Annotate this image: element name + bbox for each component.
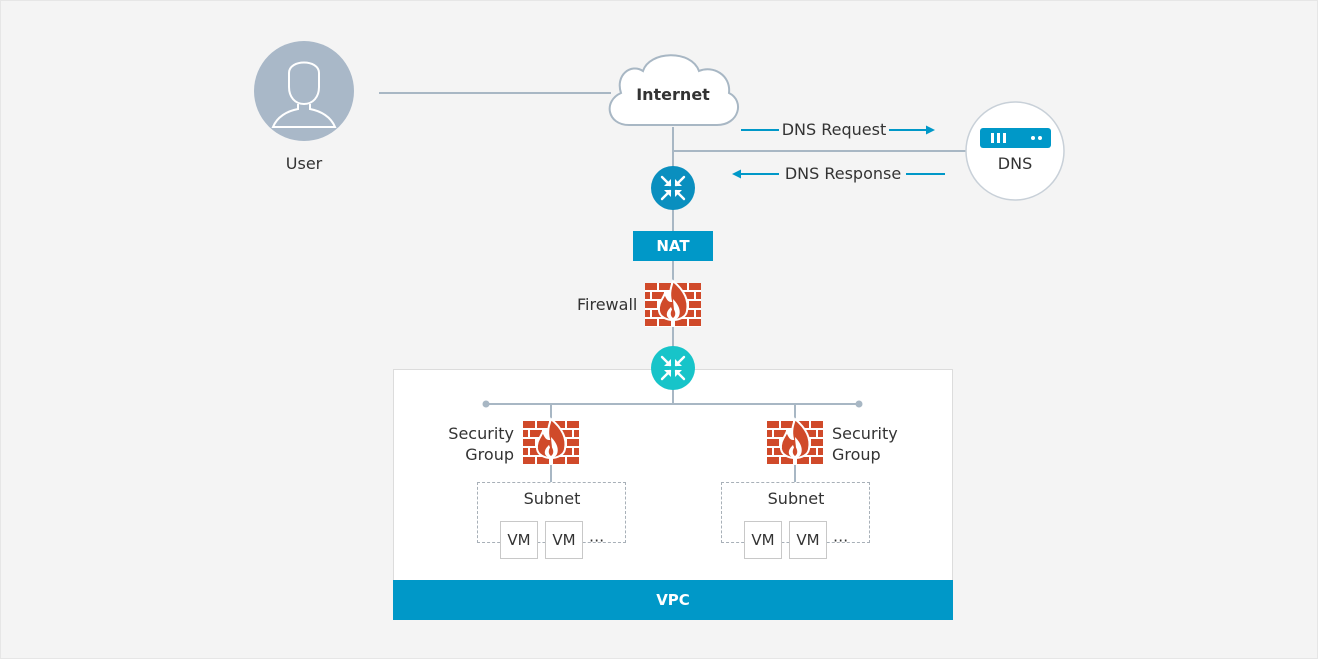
server-icon: [980, 128, 1051, 148]
security-group-1-label-line1: Security: [448, 424, 514, 443]
subnet-1-more: ···: [589, 531, 605, 550]
subnet-1-vm-1: VM: [500, 521, 538, 559]
subnet-1-vm-2: VM: [545, 521, 583, 559]
firewall-icon: [644, 280, 702, 328]
security-group-2-label-line1: Security: [832, 424, 898, 443]
subnet-2-more: ···: [833, 531, 849, 550]
security-group-1-firewall-icon: [522, 418, 580, 466]
subnet-1-label: Subnet: [523, 489, 581, 508]
dns-node: [965, 101, 1065, 201]
router-icon: [651, 166, 695, 210]
vpc-inner-canvas: [482, 369, 863, 482]
vpc-router-icon-inner: [651, 369, 695, 390]
security-group-2-label-line2: Group: [832, 445, 881, 464]
dns-request-arrow: [741, 125, 935, 135]
subnet-2-label: Subnet: [767, 489, 825, 508]
user-avatar-icon: [254, 41, 354, 141]
vpc-container: [393, 369, 953, 620]
internet-label: Internet: [636, 85, 710, 104]
security-group-1-label-line2: Group: [465, 445, 514, 464]
dns-label: DNS: [997, 154, 1033, 173]
security-group-2-firewall-icon: [766, 418, 824, 466]
nat-gateway: NAT: [633, 231, 713, 261]
subnet-2-vm-2: VM: [789, 521, 827, 559]
firewall-label: Firewall: [577, 295, 638, 314]
user-label: User: [285, 154, 323, 173]
dns-request-label: DNS Request: [781, 120, 887, 139]
cloud-icon: [608, 54, 739, 126]
dns-response-label: DNS Response: [784, 164, 902, 183]
dns-response-arrow: [732, 169, 945, 179]
vpc-label-bar: VPC: [393, 580, 953, 620]
subnet-2-vm-1: VM: [744, 521, 782, 559]
